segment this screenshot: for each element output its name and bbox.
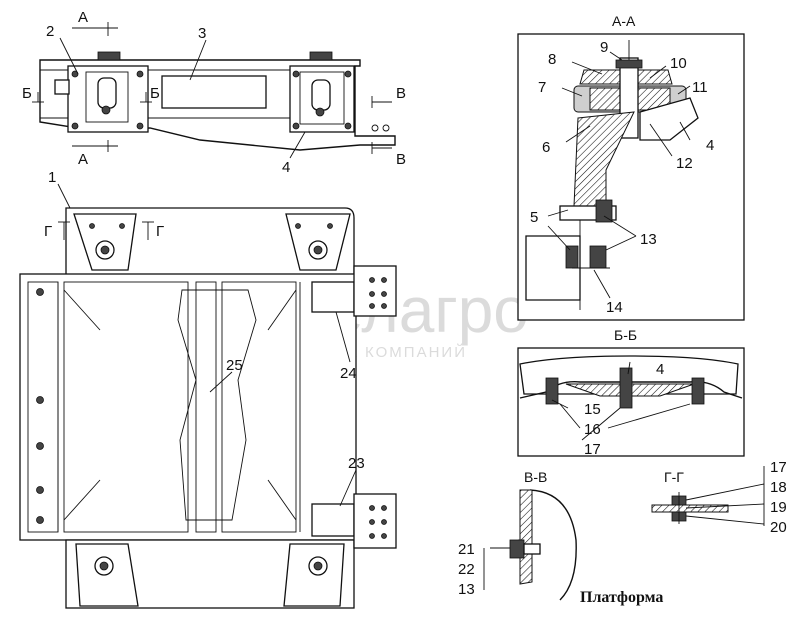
section-mark-v-top: В: [396, 85, 406, 102]
callout-13-vv: 13: [458, 581, 475, 598]
section-mark-a-bottom: А: [78, 151, 88, 168]
callout-25: 25: [226, 357, 243, 374]
callout-2: 2: [46, 23, 54, 40]
callout-3: 3: [198, 25, 206, 42]
section-vv: В-В 21 22 13: [458, 469, 577, 601]
drawing-caption: Платформа: [580, 589, 663, 606]
callout-19: 19: [770, 499, 787, 516]
callout-8: 8: [548, 51, 556, 68]
section-mark-g-left: Г: [44, 223, 52, 240]
section-mark-b-left: Б: [22, 85, 32, 102]
section-aa-title: А-А: [612, 13, 636, 29]
callout-15: 15: [584, 401, 601, 418]
callout-4-aa: 4: [706, 137, 714, 154]
section-mark-g-right: Г: [156, 223, 164, 240]
callout-12: 12: [676, 155, 693, 172]
callout-13-aa: 13: [640, 231, 657, 248]
callout-23: 23: [348, 455, 365, 472]
callout-4-bb: 4: [656, 361, 664, 378]
side-view: А А Б Б В В 2 3 4: [22, 9, 406, 176]
section-aa: А-А 9 8 10: [517, 13, 745, 321]
callout-7: 7: [538, 79, 546, 96]
section-gg-title: Г-Г: [664, 469, 684, 485]
callout-18: 18: [770, 479, 787, 496]
section-vv-title: В-В: [524, 469, 547, 485]
callout-6: 6: [542, 139, 550, 156]
callout-24: 24: [340, 365, 357, 382]
callout-5: 5: [530, 209, 538, 226]
callout-14: 14: [606, 299, 623, 316]
callout-20: 20: [770, 519, 787, 536]
callout-1: 1: [48, 169, 56, 186]
callout-17-gg: 17: [770, 459, 787, 476]
callout-9: 9: [600, 39, 608, 56]
section-bb: Б-Б 4 15 16 17: [517, 327, 745, 458]
callout-10: 10: [670, 55, 687, 72]
callout-11: 11: [692, 79, 708, 96]
plan-view: Г Г 1 25 24 23: [19, 169, 397, 609]
callout-21: 21: [458, 541, 475, 558]
section-gg: Г-Г 17 18 19 20: [651, 459, 787, 536]
section-mark-v-bottom: В: [396, 151, 406, 168]
callout-4: 4: [282, 159, 290, 176]
callout-17: 17: [584, 441, 601, 458]
section-mark-b-right: Б: [150, 85, 160, 102]
callout-16: 16: [584, 421, 601, 438]
section-mark-a-top: А: [78, 9, 88, 26]
section-bb-title: Б-Б: [614, 327, 637, 343]
callout-22: 22: [458, 561, 475, 578]
